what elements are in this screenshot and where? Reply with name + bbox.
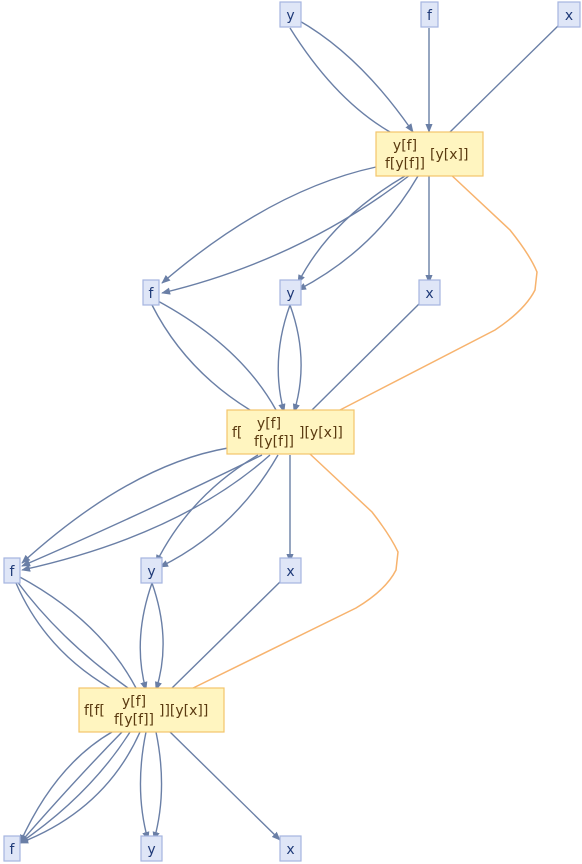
leaf-node-box[interactable] [279,1,302,28]
expression-label-prefix: f[f[ [84,703,105,719]
edge [297,175,406,284]
expression-node-box[interactable] [226,409,355,455]
edge [152,731,163,841]
edge [15,579,129,689]
leaf-node-f: f [149,286,155,302]
expression-label-suffix: [y[x]] [430,147,468,163]
feedback-edge [184,453,399,693]
edge [161,174,411,295]
expression-label-bottom: f[y[f]] [254,434,294,450]
leaf-node-f: f [10,564,16,580]
edge [21,447,229,564]
edge [19,731,113,844]
leaf-node-box[interactable] [279,835,302,862]
leaf-node-box[interactable] [418,279,441,306]
edge [21,454,263,567]
feedback-edge [339,171,538,411]
edge [19,731,141,844]
leaf-node-f: f [10,842,16,858]
expression-node-box[interactable] [78,687,225,733]
leaf-node-x: x [286,842,294,858]
leaf-node-box[interactable] [140,557,163,584]
edge [17,575,137,689]
leaf-node-y: y [286,8,294,24]
expression-label-suffix: ][y[x]] [299,425,343,441]
edge [19,731,131,844]
edge [139,582,153,691]
leaf-node-box[interactable] [140,835,163,862]
expression-label-prefix: f[ [232,425,242,441]
leaf-node-box[interactable] [3,835,21,862]
leaf-node-x: x [565,8,573,24]
leaf-node-y: y [147,842,155,858]
expression-node-2[interactable]: y[f] f[ f[y[f]] ][y[x]] [226,409,355,455]
edge [21,454,271,572]
expression-label-top: y[f] [393,138,417,154]
leaf-node-box[interactable] [279,279,302,306]
leaf-node-box[interactable] [3,557,21,584]
leaf-node-box[interactable] [420,1,439,28]
expression-label-bottom: f[y[f]] [385,156,425,172]
edge [161,166,377,284]
edge [159,454,279,568]
edges [15,19,561,844]
leaf-node-x: x [286,564,294,580]
edge [171,579,283,689]
leaf-node-y: y [286,286,294,302]
edge [277,304,291,413]
edge [311,301,422,411]
leaf-node-box[interactable] [557,1,581,28]
leaf-nodes: y f x f y x f y x f y x [3,1,581,862]
edge [289,304,302,413]
leaf-node-y: y [147,564,155,580]
expression-label-bottom: f[y[f]] [114,712,154,728]
edge [155,299,277,411]
leaf-node-x: x [425,286,433,302]
expression-label-top: y[f] [257,416,281,432]
expression-node-1[interactable]: y[f] f[y[f]] [y[x]] [375,131,484,177]
edge [297,175,419,291]
edge [151,304,251,411]
edge [139,731,150,841]
edge [151,582,164,691]
leaf-node-f: f [427,8,433,24]
expression-label-top: y[f] [122,694,146,710]
edge [449,23,561,133]
edge [167,729,281,841]
edge [289,27,391,133]
leaf-node-box[interactable] [142,279,160,306]
edge [297,19,414,133]
expression-node-box[interactable] [375,131,484,177]
leaf-node-box[interactable] [279,557,302,584]
edge [19,731,123,844]
edge [155,454,259,564]
expression-node-3[interactable]: y[f] f[f[ f[y[f]] ]][y[x]] [78,687,225,733]
edge [15,582,111,689]
expression-label-suffix: ]][y[x]] [159,703,208,719]
